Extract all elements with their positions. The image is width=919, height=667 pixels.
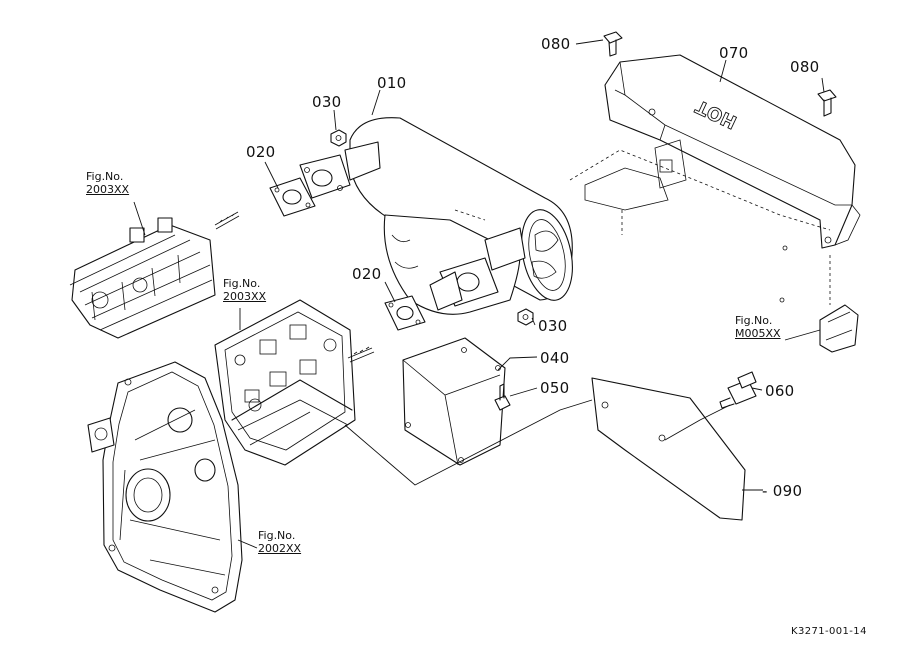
muffler-drawing xyxy=(299,117,573,315)
leader-lines xyxy=(133,39,825,549)
gear-case-drawing xyxy=(87,361,243,613)
plate-090-drawing xyxy=(591,377,746,521)
bolt-050-drawing xyxy=(494,383,511,411)
fig-ref-line2: 2002XX xyxy=(258,542,302,555)
fig-ref-line1: Fig.No. xyxy=(258,529,296,542)
label-part-020-upper: 020 xyxy=(246,143,276,161)
gasket-lower-drawing xyxy=(384,295,426,331)
plug-060-drawing xyxy=(719,371,757,409)
nut-lower-drawing xyxy=(517,308,534,326)
label-part-040: 040 xyxy=(540,349,570,367)
fig-ref-line2: 2003XX xyxy=(86,183,130,196)
fig-ref-line1: Fig.No. xyxy=(86,170,124,183)
nut-upper-drawing xyxy=(330,129,347,147)
drawing-code: K3271-001-14 xyxy=(791,626,867,637)
label-part-080-left: 080 xyxy=(541,35,571,53)
heat-shield-drawing: HOT xyxy=(604,54,861,249)
muffler-cover-drawing xyxy=(402,337,506,466)
label-part-060: 060 xyxy=(765,382,795,400)
fig-ref-line2: 2003XX xyxy=(223,290,267,303)
fig-ref-2003-upper: Fig.No. 2003XX xyxy=(86,170,129,196)
gasket-upper-drawing xyxy=(269,177,316,217)
label-part-090: - 090 xyxy=(762,482,803,500)
bolt-080-left-drawing xyxy=(603,31,623,57)
label-part-080-right: 080 xyxy=(790,58,820,76)
fig-ref-line1: Fig.No. xyxy=(223,277,261,290)
bolt-080-right-drawing xyxy=(817,89,837,117)
label-part-020-lower: 020 xyxy=(352,265,382,283)
fig-ref-m005: Fig.No. M005XX xyxy=(735,314,781,340)
fig-ref-line1: Fig.No. xyxy=(735,314,773,327)
label-part-010: 010 xyxy=(377,74,407,92)
fig-ref-2003-lower: Fig.No. 2003XX xyxy=(223,277,266,303)
label-part-070: 070 xyxy=(719,44,749,62)
label-part-050: 050 xyxy=(540,379,570,397)
upper-head-drawing xyxy=(69,211,240,339)
frame-m005-drawing xyxy=(819,255,859,353)
fig-ref-2002: Fig.No. 2002XX xyxy=(258,529,301,555)
fig-ref-line2: M005XX xyxy=(735,327,781,340)
bracket-drawing xyxy=(569,139,831,303)
label-part-030-upper: 030 xyxy=(312,93,342,111)
cylinder-head-drawing xyxy=(214,299,375,466)
label-part-030-lower: 030 xyxy=(538,317,568,335)
